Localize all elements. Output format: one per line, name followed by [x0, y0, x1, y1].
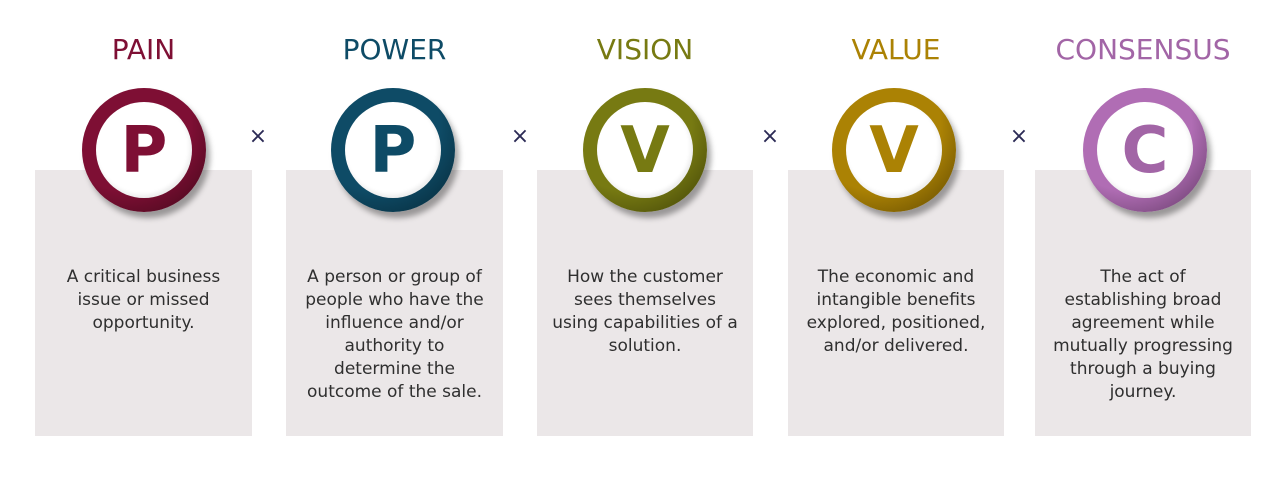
pillar-vision: VISION V How the customer sees themselve… [537, 0, 753, 478]
pillar-title: PAIN [111, 33, 176, 66]
pillar-card [286, 170, 503, 436]
pillar-description: A person or group of people who have the… [305, 267, 484, 402]
pillar-description: How the customer sees themselves using c… [552, 267, 738, 356]
badge-letter: V [869, 114, 919, 188]
pillar-power: POWER P A person or group of people who … [286, 0, 503, 478]
letter-badge-icon: P [82, 88, 206, 212]
pillar-card [788, 170, 1004, 436]
letter-badge-icon: P [331, 88, 455, 212]
pillar-description: A critical business issue or missed oppo… [66, 267, 221, 333]
pillar-title: VISION [596, 33, 694, 66]
badge-letter: V [620, 114, 670, 188]
pillar-card [1035, 170, 1251, 436]
pillar-value: VALUE V The economic and intangible bene… [788, 0, 1004, 478]
badge-letter: P [120, 114, 168, 188]
pillar-card [35, 170, 252, 436]
pillar-description: The economic and intangible benefits exp… [806, 267, 986, 356]
letter-badge-icon: V [832, 88, 956, 212]
multiply-icon: × [510, 124, 530, 149]
pillar-title: POWER [342, 33, 447, 66]
multiply-icon: × [248, 124, 268, 149]
badge-letter: C [1121, 114, 1169, 188]
letter-badge-icon: V [583, 88, 707, 212]
pillar-consensus: CONSENSUS C The act of establishing broa… [1035, 0, 1251, 478]
multiply-icon: × [760, 124, 780, 149]
letter-badge-icon: C [1083, 88, 1207, 212]
pillar-card [537, 170, 753, 436]
badge-letter: P [369, 114, 417, 188]
multiply-icon: × [1009, 124, 1029, 149]
pillar-title: CONSENSUS [1055, 33, 1231, 66]
pillar-pain: PAIN P A critical business issue or miss… [35, 0, 252, 478]
pillar-title: VALUE [851, 33, 941, 66]
pillar-description: The act of establishing broad agreement … [1053, 267, 1233, 402]
